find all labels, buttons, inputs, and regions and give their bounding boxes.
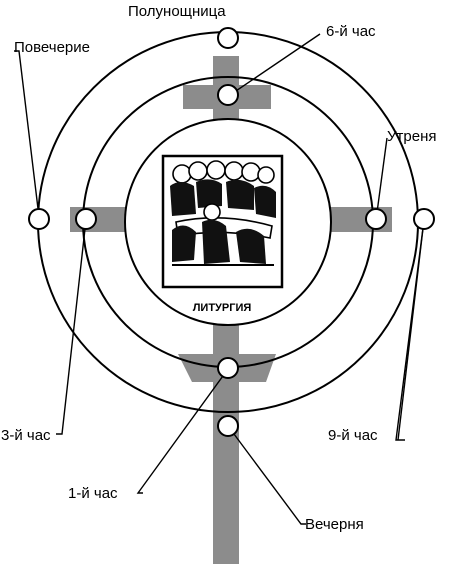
label-povecherie: Повечерие (14, 39, 90, 56)
node-3h (75, 208, 97, 230)
label-1h: 1-й час (68, 485, 118, 502)
label-utrenya: Утреня (387, 128, 437, 145)
leader-9h-b (397, 219, 425, 441)
last-supper-icon: ЛИТУРГИЯ (161, 154, 284, 314)
label-6h: 6-й час (326, 23, 376, 40)
leader-vechernya (227, 425, 306, 525)
center-label: ЛИТУРГИЯ (193, 302, 252, 314)
leader-6h (229, 33, 321, 96)
label-3h: 3-й час (1, 427, 51, 444)
leader-povecherie (14, 50, 40, 218)
leader-lines (14, 33, 425, 525)
leader-1h (136, 368, 229, 494)
label-vechernya: Вечерня (305, 516, 364, 533)
node-6h (217, 84, 239, 106)
label-polunoshchnitsa: Полунощница (128, 3, 226, 20)
leader-utrenya (375, 137, 388, 221)
label-9h: 9-й час (328, 427, 378, 444)
node-polunoshchnitsa (217, 27, 239, 49)
node-vechernya (217, 415, 239, 437)
leader-3h (56, 219, 87, 435)
node-povecherie (28, 208, 50, 230)
node-1h (217, 357, 239, 379)
node-9h (413, 208, 435, 230)
node-utrenya (365, 208, 387, 230)
